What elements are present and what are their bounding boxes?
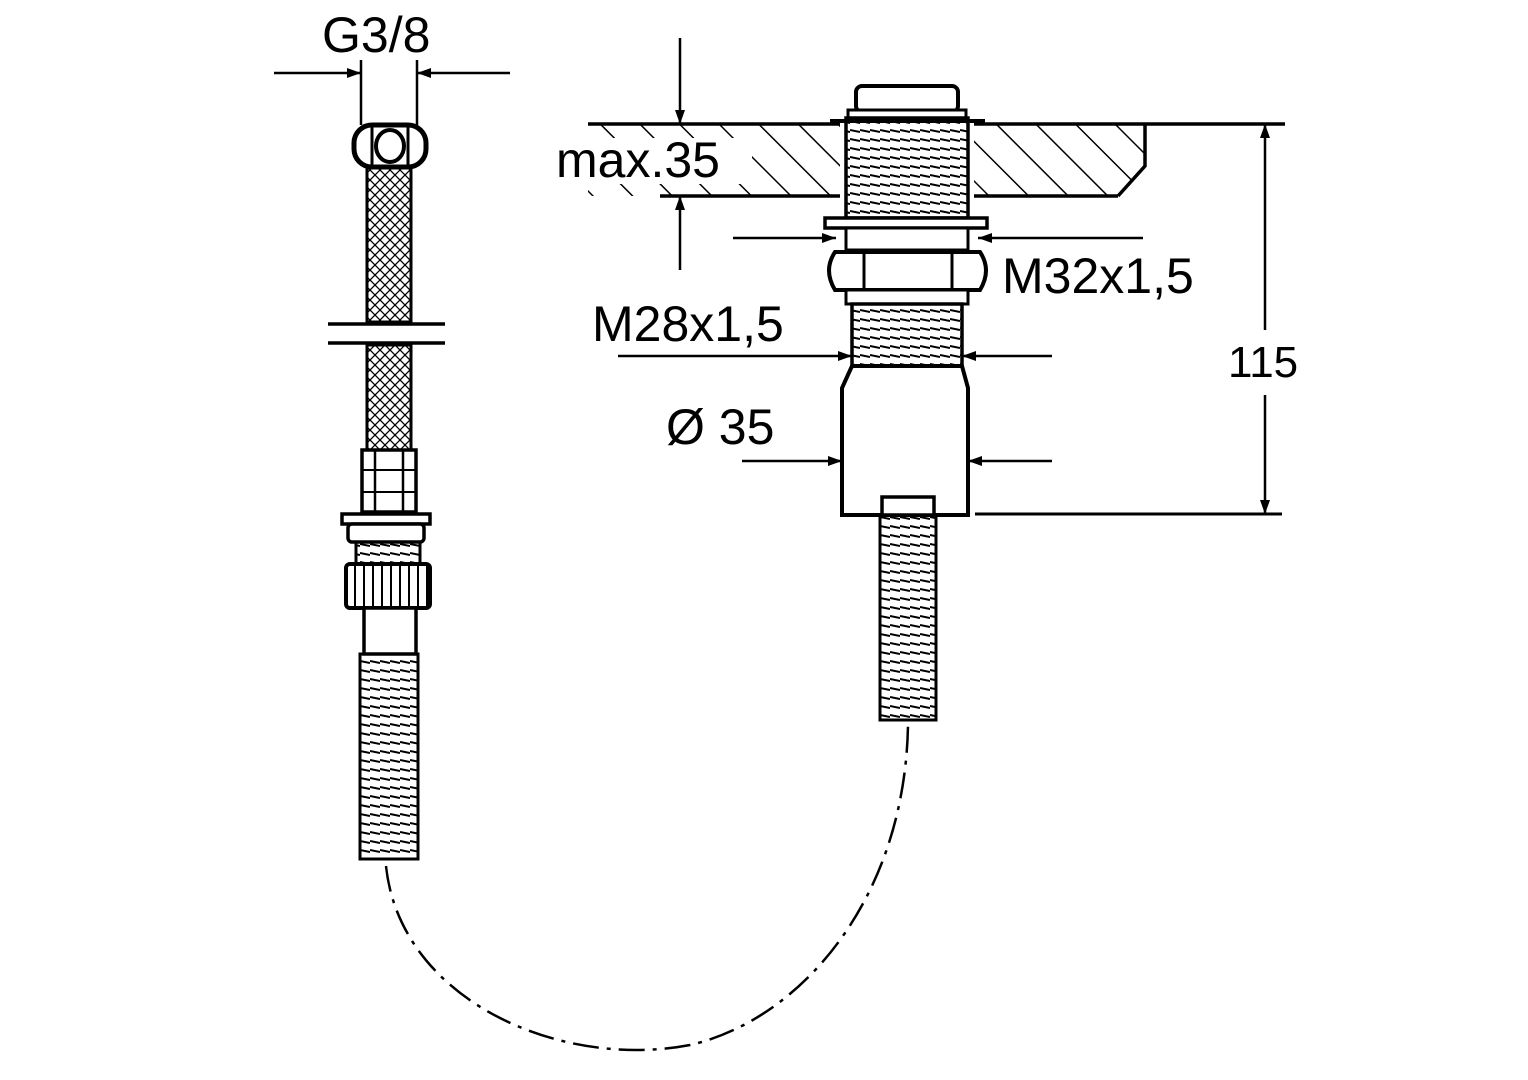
body-cylinder	[840, 364, 970, 517]
mounting-hex-nut	[827, 250, 988, 292]
threaded-body-lower	[850, 302, 964, 368]
body-top-cap	[854, 84, 960, 114]
label-m28: M28x1,5	[592, 296, 784, 352]
label-max35: max.35	[556, 132, 720, 188]
fitting-thread	[354, 540, 422, 566]
hose-connection-dashed	[384, 724, 910, 1052]
label-115: 115	[1228, 338, 1298, 387]
label-g38: G3/8	[322, 7, 430, 63]
spiral-hose-left	[358, 652, 420, 861]
braided-hose-upper	[365, 165, 413, 324]
crimp-sleeve	[360, 448, 418, 514]
label-m32: M32x1,5	[1002, 248, 1194, 304]
label-d35: Ø 35	[666, 399, 774, 455]
right-mounting-assembly	[588, 38, 1285, 722]
spiral-hose-right	[878, 513, 938, 722]
hex-nut-hole	[374, 128, 406, 164]
knurled-nut	[344, 562, 432, 610]
fitting-nut	[346, 522, 426, 544]
left-hose-assembly	[274, 60, 510, 861]
threaded-body-upper	[844, 116, 970, 220]
braided-hose-lower	[365, 343, 413, 452]
plain-sleeve	[362, 606, 418, 656]
outlet-stub	[880, 495, 936, 517]
